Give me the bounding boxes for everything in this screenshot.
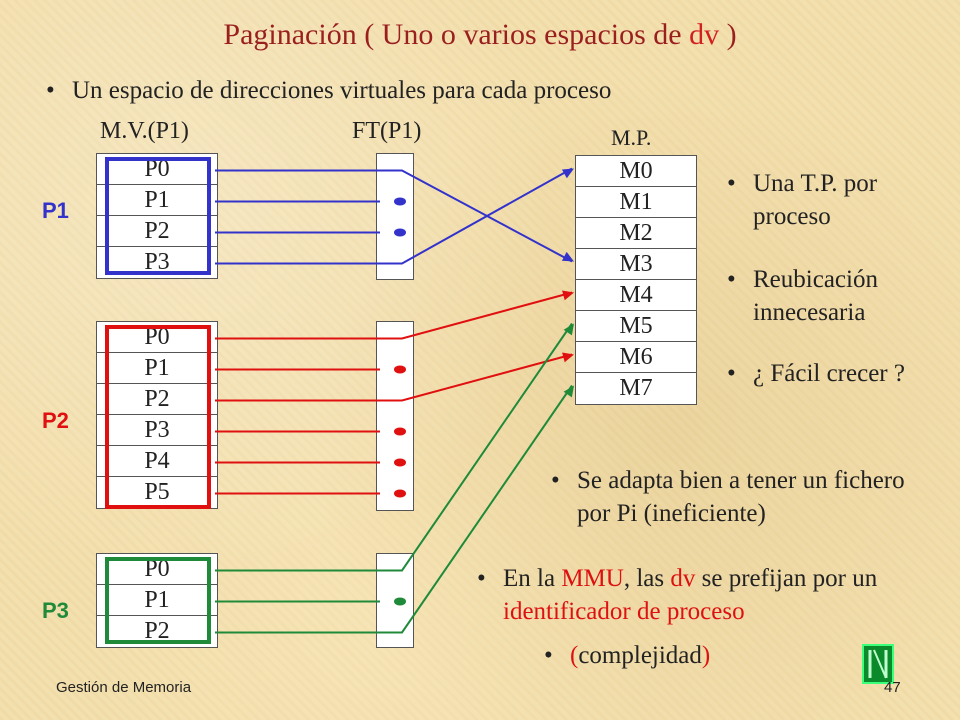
- side-bullet: Una T.P. por proceso: [727, 167, 943, 233]
- arrowhead: [561, 168, 574, 179]
- label-ft: FT(P1): [352, 118, 422, 144]
- intro-bullet: Un espacio de direcciones virtuales para…: [46, 74, 792, 107]
- arrowhead: [561, 251, 574, 262]
- side-bullet: ¿ Fácil crecer ?: [727, 357, 953, 390]
- vm-stack-p1: P0 P1 P2 P3: [96, 153, 218, 279]
- not-present-marker: [394, 365, 406, 374]
- process-label-p2: P2: [42, 408, 69, 433]
- page-cell: P5: [144, 479, 170, 505]
- frame-mapping-arrow: [380, 384, 573, 634]
- label-mp: M.P.: [611, 125, 652, 150]
- arrowhead: [563, 385, 574, 398]
- page-cell: P1: [97, 585, 217, 616]
- not-present-marker: [394, 228, 406, 237]
- frame-cell: M2: [576, 218, 696, 249]
- page-cell: P2: [97, 216, 217, 247]
- frame-mapping-arrow: [380, 291, 573, 340]
- arrowhead: [563, 323, 574, 336]
- process-label-p1: P1: [42, 198, 69, 223]
- arrowhead: [562, 352, 574, 363]
- page-cell: P1: [97, 353, 217, 384]
- footer-left: Gestión de Memoria: [56, 679, 192, 696]
- arrowhead: [562, 290, 574, 301]
- process-frame-p3: [105, 557, 211, 644]
- frame-cell: M4: [576, 280, 696, 311]
- frame-cell: M1: [576, 187, 696, 218]
- frame-mapping-arrow: [380, 353, 573, 402]
- physical-memory: M0 M1 M2 M3 M4 M5 M6 M7: [575, 155, 697, 405]
- page-cell: P4: [97, 446, 217, 477]
- frame-cell: M0: [576, 156, 696, 187]
- not-present-marker: [394, 489, 406, 498]
- process-frame-p2: [105, 325, 211, 509]
- page-table-p2: [376, 321, 414, 511]
- complejidad-note: (complejidad): [544, 639, 710, 672]
- slide-title: Paginación ( Uno o varios espacios de dv…: [223, 18, 737, 51]
- frame-cell: M6: [576, 342, 696, 373]
- frame-cell: M7: [619, 375, 653, 401]
- process-frame-p1: [105, 157, 211, 275]
- frame-cell: M5: [576, 311, 696, 342]
- process-label-p3: P3: [42, 598, 69, 623]
- page-cell: P2: [97, 384, 217, 415]
- not-present-marker: [394, 427, 406, 436]
- frame-mapping-arrow: [380, 322, 573, 572]
- not-present-marker: [394, 458, 406, 467]
- page-cell: P2: [144, 618, 170, 644]
- label-mv: M.V.(P1): [100, 118, 189, 144]
- page-number: 47: [884, 679, 901, 696]
- skip-end-icon: [868, 649, 888, 679]
- vm-stack-p2: P0 P1 P2 P3 P4 P5: [96, 321, 218, 509]
- bullet-fichero: Se adapta bien a tener un fichero por Pi…: [551, 464, 922, 530]
- vm-stack-p3: P0 P1 P2: [96, 553, 218, 648]
- frame-mapping-arrow: [380, 169, 573, 263]
- page-cell: P3: [97, 415, 217, 446]
- page-cell: P3: [144, 249, 170, 275]
- bullet-mmu: En la MMU, las dv se prefijan por un ide…: [477, 562, 923, 628]
- frame-cell: M3: [576, 249, 696, 280]
- page-cell: P1: [97, 185, 217, 216]
- end-navigation-button[interactable]: [862, 644, 894, 684]
- not-present-marker: [394, 597, 406, 606]
- frame-mapping-arrow: [380, 167, 573, 265]
- side-bullet: Reubicación innecesaria: [727, 263, 943, 329]
- not-present-marker: [394, 197, 406, 206]
